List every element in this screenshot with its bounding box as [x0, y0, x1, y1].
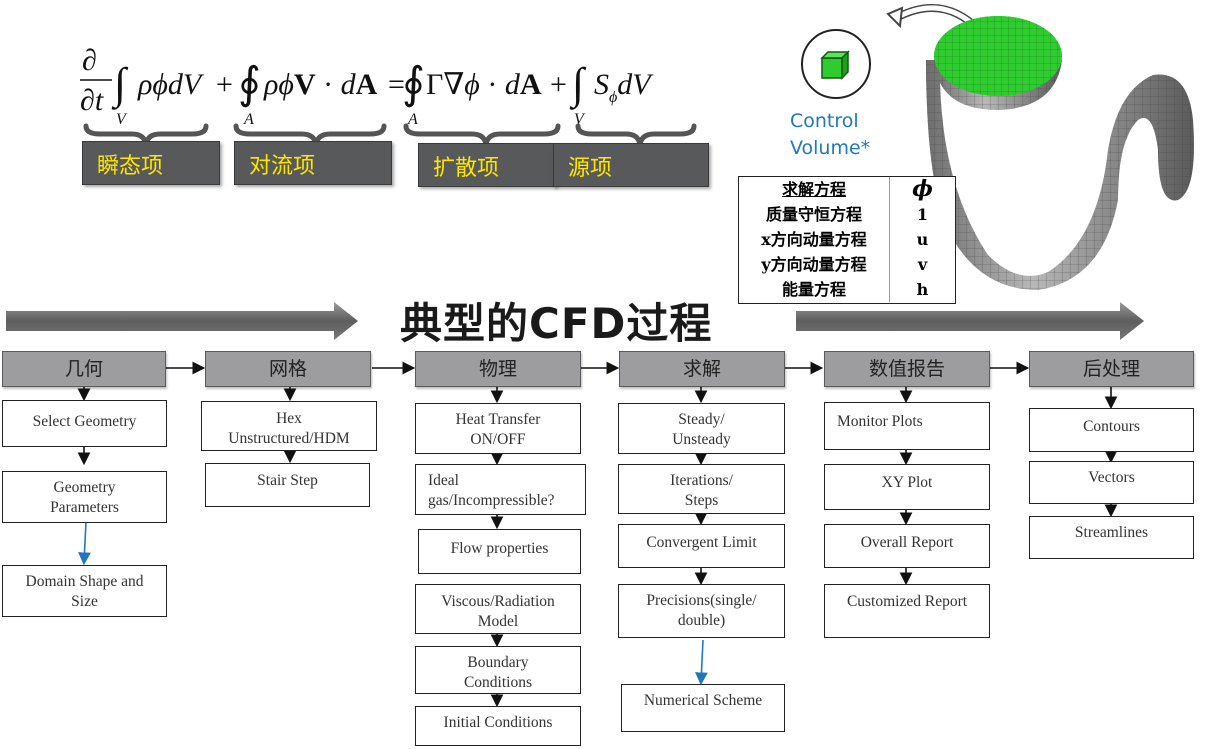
table-cell-variable: 1	[916, 205, 929, 224]
table-row: 质量守恒方程 1	[739, 202, 955, 227]
list-item: Steady/ Unsteady	[618, 403, 785, 454]
control-volume-graphic	[801, 3, 1194, 290]
table-cell-equation: x方向动量方程	[739, 227, 890, 252]
list-item: Boundary Conditions	[415, 646, 581, 694]
list-item: Vectors	[1029, 461, 1194, 504]
table-header-phi: ϕ	[912, 176, 933, 202]
cv-label-line-2: Volume*	[790, 137, 871, 159]
svg-text:A: A	[407, 111, 418, 128]
table-row: 能量方程 h	[739, 277, 955, 302]
green-cube-icon	[820, 50, 850, 80]
cv-label-line-1: Control	[790, 110, 859, 132]
list-item: Flow properties	[418, 529, 581, 574]
svg-text:∮: ∮	[238, 59, 261, 108]
table-cell-variable: u	[916, 230, 929, 249]
list-item: Customized Report	[824, 584, 990, 638]
left-banner-arrow-icon	[6, 302, 358, 340]
diffusion-term-label: 扩散项	[418, 143, 556, 187]
list-item: Contours	[1029, 408, 1194, 452]
control-volume-label: Control Volume*	[790, 108, 870, 162]
svg-text:ρϕV · dA: ρϕV · dA	[263, 68, 378, 101]
list-item: Ideal gas/Incompressible?	[415, 464, 586, 515]
list-item: Numerical Scheme	[621, 684, 785, 732]
table-cell-equation: y方向动量方程	[739, 252, 890, 277]
table-row: y方向动量方程 v	[739, 252, 955, 277]
stage-header-postprocess: 后处理	[1029, 351, 1194, 387]
table-cell-variable: v	[917, 255, 928, 274]
right-banner-arrow-icon	[796, 302, 1144, 340]
list-item: Precisions(single/ double)	[618, 584, 785, 638]
governing-equation-table: 求解方程 ϕ 质量守恒方程 1 x方向动量方程 u y方向动量方程 v 能量方程…	[738, 176, 956, 304]
list-item: Geometry Parameters	[2, 471, 167, 523]
svg-text:+: +	[550, 68, 567, 101]
svg-text:+: +	[216, 68, 233, 101]
stage-header-solve: 求解	[619, 351, 785, 387]
svg-text:∮: ∮	[402, 59, 425, 108]
svg-text:∫: ∫	[569, 59, 587, 110]
svg-text:∂: ∂	[82, 44, 97, 77]
stage-header-mesh: 网格	[205, 351, 371, 387]
list-item: Stair Step	[205, 463, 370, 507]
list-item: Streamlines	[1029, 516, 1194, 559]
table-header-equation: 求解方程	[739, 177, 890, 202]
list-item: Domain Shape and Size	[2, 565, 167, 617]
list-item: Monitor Plots	[824, 402, 990, 450]
list-item: Convergent Limit	[618, 524, 785, 568]
svg-text:ρϕdV: ρϕdV	[137, 68, 205, 101]
list-item: Select Geometry	[2, 400, 167, 447]
table-header-row: 求解方程 ϕ	[739, 177, 955, 202]
convection-term-label: 对流项	[234, 141, 392, 185]
list-item: Hex Unstructured/HDM	[201, 401, 377, 451]
stage-header-geometry: 几何	[2, 351, 166, 387]
list-item: Iterations/ Steps	[618, 464, 785, 514]
stage-header-report: 数值报告	[824, 351, 990, 387]
transport-equation: ∂ ∂t ∫ V ρϕdV + ∮ A ρϕV · dA = ∮ A Γ∇ϕ ·…	[80, 44, 654, 128]
table-cell-variable: h	[916, 280, 929, 299]
transient-term-label: 瞬态项	[82, 141, 220, 185]
svg-text:∂t: ∂t	[80, 84, 104, 117]
table-cell-equation: 质量守恒方程	[739, 202, 890, 227]
list-item: Viscous/Radiation Model	[415, 584, 581, 634]
svg-text:A: A	[243, 111, 254, 128]
page-title: 典型的CFD过程	[400, 299, 713, 348]
table-cell-equation: 能量方程	[739, 277, 890, 302]
list-item: XY Plot	[824, 464, 990, 510]
source-term-label: 源项	[553, 143, 709, 187]
svg-text:SϕdV: SϕdV	[594, 68, 654, 106]
table-row: x方向动量方程 u	[739, 227, 955, 252]
stage-header-physics: 物理	[415, 351, 581, 387]
list-item: Heat Transfer ON/OFF	[415, 403, 581, 454]
svg-text:∫: ∫	[111, 59, 129, 110]
list-item: Initial Conditions	[415, 706, 581, 746]
svg-text:Γ∇ϕ · dA: Γ∇ϕ · dA	[426, 68, 542, 101]
svg-text:V: V	[116, 111, 128, 128]
svg-text:=: =	[388, 68, 405, 101]
list-item: Overall Report	[824, 524, 990, 568]
